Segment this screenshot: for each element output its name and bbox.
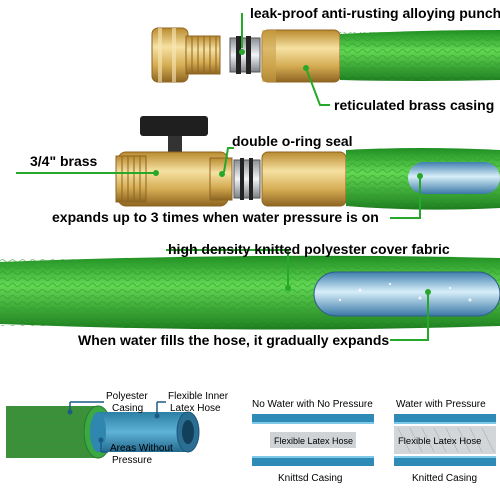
- water-fills-callout: When water fills the hose, it gradually …: [78, 332, 389, 348]
- with-pressure-inner-label: Flexible Latex Hose: [398, 436, 481, 447]
- no-pressure-title: No Water with No Pressure: [252, 399, 373, 410]
- brass-casing-leader: [305, 67, 330, 106]
- brass-size-callout: 3/4" brass: [30, 153, 98, 169]
- no-pressure-casing-label: Knittsd Casing: [278, 473, 342, 484]
- no-pressure-inner-label: Flexible Latex Hose: [274, 436, 353, 446]
- high-density-callout: high density knitted polyester cover fab…: [168, 241, 450, 257]
- high-density-leader: [166, 249, 289, 286]
- inner-hose-label-2: Latex Hose: [170, 403, 221, 414]
- areas-without-label-2: Pressure: [112, 455, 152, 466]
- leak-proof-callout: leak-proof anti-rusting alloying punch: [250, 5, 500, 21]
- with-pressure-casing-label: Knitted Casing: [412, 473, 477, 484]
- quick-connector-top: [151, 27, 500, 83]
- expands-callout: expands up to 3 times when water pressur…: [52, 209, 379, 225]
- water-fills-leader: [390, 292, 429, 341]
- valve-assembly: [115, 116, 500, 210]
- reticulated-callout: reticulated brass casing: [334, 97, 494, 113]
- with-pressure-panel: Water with Pressure Flexible Latex Hose …: [394, 399, 496, 484]
- o-ring-callout: double o-ring seal: [232, 133, 353, 149]
- expands-leader: [390, 176, 421, 219]
- polyester-casing-label-2: Casing: [112, 403, 143, 414]
- areas-without-label: Areas Without: [110, 443, 173, 454]
- o-ring-leader: [223, 147, 234, 173]
- inner-hose-label: Flexible Inner: [168, 391, 229, 402]
- expanded-hose: [0, 255, 500, 330]
- no-pressure-panel: No Water with No Pressure Flexible Latex…: [252, 399, 374, 484]
- with-pressure-title: Water with Pressure: [396, 399, 486, 410]
- polyester-casing-label: Polyester: [106, 391, 148, 402]
